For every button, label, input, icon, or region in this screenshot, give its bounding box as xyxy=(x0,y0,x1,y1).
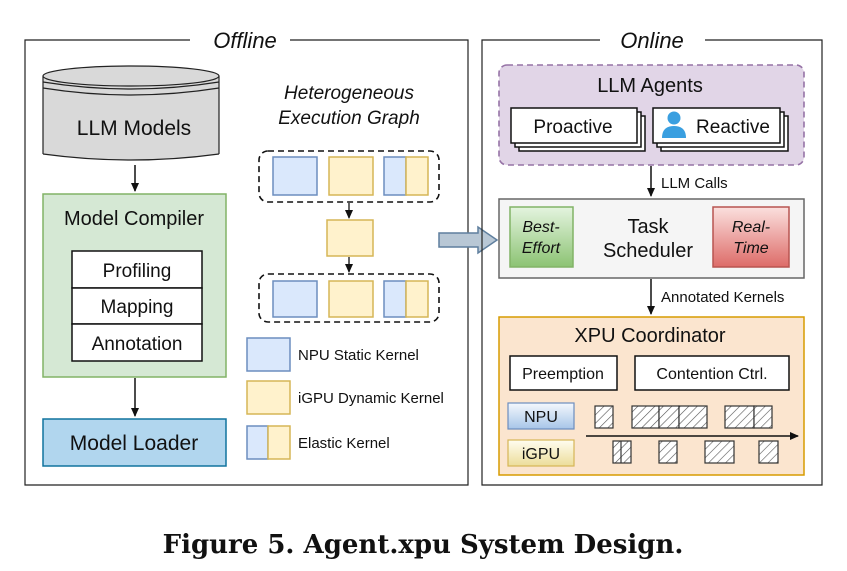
igpu-kernel-slot xyxy=(758,440,779,464)
legend-elastic-swatch xyxy=(246,425,291,460)
online-panel: Online xyxy=(481,28,823,486)
npu-kernel-slot xyxy=(631,405,660,429)
xpu-coordinator-title: XPU Coordinator xyxy=(574,325,726,347)
mapping-step xyxy=(71,287,203,325)
model-loader-box: Model Loader xyxy=(42,418,227,467)
npu-kernel-slot xyxy=(678,405,708,429)
annotated-kernels-label: Annotated Kernels xyxy=(661,289,784,306)
proactive-agent-stack: Proactive xyxy=(510,107,646,152)
real-time-line2: Time xyxy=(733,240,769,257)
kernel-legend: NPU Static Kernel iGPU Dynamic Kernel El… xyxy=(246,337,444,460)
user-icon xyxy=(662,111,686,138)
llm-models-label: LLM Models xyxy=(77,117,191,140)
npu-kernel-slot xyxy=(594,405,614,429)
task-scheduler-line2: Scheduler xyxy=(603,240,693,262)
best-effort-line1: Best- xyxy=(522,219,559,236)
task-scheduler-box: Best- Effort Task Scheduler Real- Time xyxy=(498,198,805,279)
graph-stage-top xyxy=(258,150,440,203)
npu-lane-label-box xyxy=(507,402,575,430)
graph-stage-bottom xyxy=(258,273,440,323)
legend-igpu-swatch xyxy=(246,380,291,415)
llm-calls-label: LLM Calls xyxy=(661,175,728,192)
legend-elastic-label: Elastic Kernel xyxy=(298,435,390,452)
igpu-kernel-block xyxy=(328,156,374,196)
npu-lane-label: NPU xyxy=(524,409,558,426)
legend-igpu-label: iGPU Dynamic Kernel xyxy=(298,390,444,407)
task-scheduler-line1: Task xyxy=(627,216,669,238)
npu-timeline xyxy=(594,405,773,429)
elastic-kernel-block xyxy=(383,156,429,196)
contention-ctrl-label: Contention Ctrl. xyxy=(656,366,767,383)
profiling-label: Profiling xyxy=(103,261,172,282)
model-compiler-box: Model Compiler Profiling Mapping Annotat… xyxy=(42,193,227,378)
llm-agents-box: LLM Agents Proactive Reactive xyxy=(498,64,805,166)
real-time-line1: Real- xyxy=(732,219,770,236)
igpu-kernel-block xyxy=(328,280,374,318)
contention-ctrl-box xyxy=(634,355,790,391)
npu-kernel-slot xyxy=(753,405,773,429)
reactive-label: Reactive xyxy=(696,117,770,138)
igpu-kernel-slot xyxy=(658,440,678,464)
igpu-kernel-slot xyxy=(612,440,632,464)
model-loader-label: Model Loader xyxy=(70,432,198,455)
elastic-kernel-block xyxy=(383,280,429,318)
graph-title-line1: Heterogeneous xyxy=(284,83,414,104)
proactive-label: Proactive xyxy=(533,117,612,138)
preemption-label: Preemption xyxy=(522,366,604,383)
graph-title-line2: Execution Graph xyxy=(278,108,420,129)
igpu-lane-label: iGPU xyxy=(522,446,560,463)
npu-kernel-block xyxy=(272,156,318,196)
preemption-box xyxy=(509,355,618,391)
real-time-queue: Real- Time xyxy=(712,206,790,268)
profiling-step xyxy=(71,250,203,289)
offline-title: Offline xyxy=(213,28,277,53)
reactive-agent-stack: Reactive xyxy=(652,107,789,152)
npu-kernel-block xyxy=(272,280,318,318)
npu-kernel-slot xyxy=(724,405,755,429)
igpu-kernel-slot xyxy=(704,440,735,464)
execution-graph: Heterogeneous Execution Graph xyxy=(258,83,440,323)
llm-agents-title: LLM Agents xyxy=(597,75,703,97)
igpu-timeline xyxy=(612,440,779,464)
xpu-coordinator-box: XPU Coordinator Preemption Contention Ct… xyxy=(498,316,805,476)
llm-models-database: LLM Models xyxy=(42,65,220,161)
best-effort-queue: Best- Effort xyxy=(509,206,574,268)
figure-caption: Figure 5. Agent.xpu System Design. xyxy=(163,530,684,560)
online-title: Online xyxy=(620,28,684,53)
offline-panel: Offline xyxy=(24,28,469,486)
npu-kernel-slot xyxy=(658,405,680,429)
mapping-label: Mapping xyxy=(101,297,174,318)
model-compiler-title: Model Compiler xyxy=(64,208,204,230)
igpu-lane-label-box xyxy=(507,439,575,467)
annotation-label: Annotation xyxy=(92,334,183,355)
legend-npu-label: NPU Static Kernel xyxy=(298,347,419,364)
igpu-kernel-block xyxy=(326,219,374,257)
best-effort-line2: Effort xyxy=(522,240,561,257)
annotation-step xyxy=(71,323,203,362)
legend-npu-swatch xyxy=(246,337,291,372)
